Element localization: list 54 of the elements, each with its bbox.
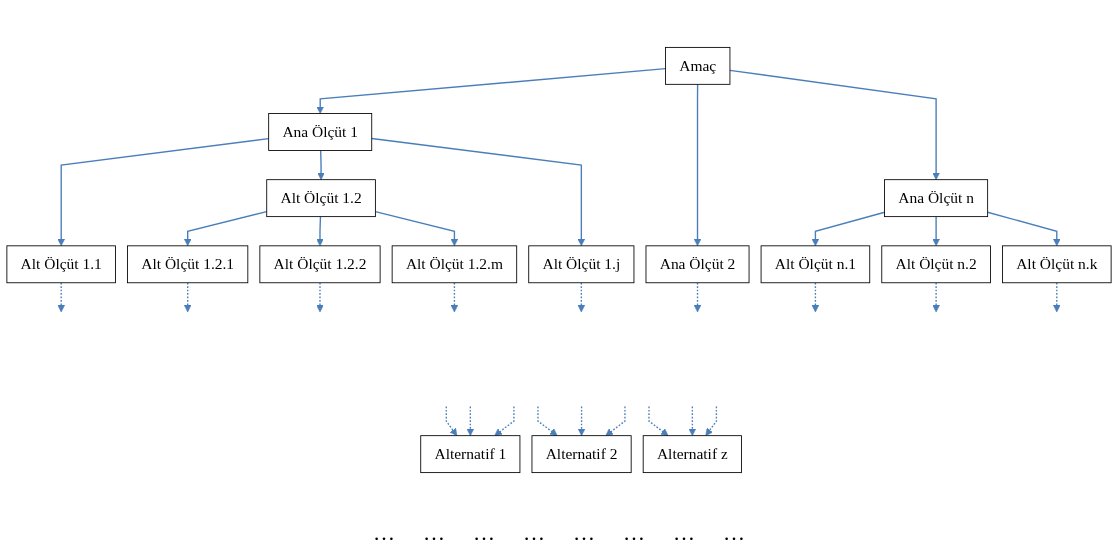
dashed-arrow [605,405,626,436]
arrow [57,137,270,247]
arrow [693,83,702,247]
dashed-arrow [494,405,515,436]
arrow [811,211,886,247]
criterion-box: Ana Ölçüt n [884,179,989,218]
arrow [932,215,940,247]
arrow [986,211,1061,247]
dashed-arrow [183,282,192,313]
criterion-box: Alt Ölçüt n.k [1002,245,1112,284]
criterion-box: Amaç [665,46,731,85]
dashed-arrow [688,405,697,436]
dashed-arrow [648,405,669,436]
criterion-box: Alt Ölçüt 1.2.m [391,245,518,284]
criterion-box: Alt Ölçüt 1.j [528,245,635,284]
ellipsis-text: … [673,520,695,547]
ellipsis-text: … [423,520,445,547]
arrow [371,137,586,247]
ellipsis-text: … [623,520,645,547]
arrow [316,215,324,247]
criterion-box: Ana Ölçüt 2 [645,245,750,284]
dashed-arrow [1053,282,1061,313]
arrow [317,149,325,181]
dashed-arrow [450,282,459,313]
criterion-box: Alt Ölçüt 1.2 [266,179,376,218]
criterion-box: Alt Ölçüt 1.1 [6,245,116,284]
arrow [183,210,268,247]
dashed-arrow [466,405,475,436]
dashed-arrow [537,405,558,436]
dashed-arrow [705,405,718,436]
arrow [374,210,459,247]
criterion-box: Alt Ölçüt 1.2.1 [127,245,249,284]
dashed-arrow [693,282,702,313]
dashed-arrow [811,282,820,313]
dashed-arrow [316,282,324,313]
criterion-box: Alt Ölçüt n.2 [881,245,991,284]
criterion-box: Ana Ölçüt 1 [268,113,373,151]
ellipsis-text: … [723,520,745,547]
dashed-arrow [57,282,65,313]
ellipsis-text: … [373,520,395,547]
dashed-arrow [445,405,458,436]
ellipsis-text: … [473,520,495,547]
criterion-box: Alt Ölçüt n.1 [760,245,871,284]
arrow [316,68,667,114]
dashed-arrow [577,405,586,436]
criterion-box: Alternatif 1 [420,435,521,474]
dashed-arrow [577,282,586,313]
arrow [729,69,940,181]
ellipsis-text: … [523,520,545,547]
criterion-box: Alt Ölçüt 1.2.2 [259,245,381,284]
criterion-box: Alternatif 2 [531,435,632,474]
criterion-box: Alternatif z [642,435,742,474]
dashed-arrow [932,282,940,313]
ellipsis-text: … [573,520,595,547]
